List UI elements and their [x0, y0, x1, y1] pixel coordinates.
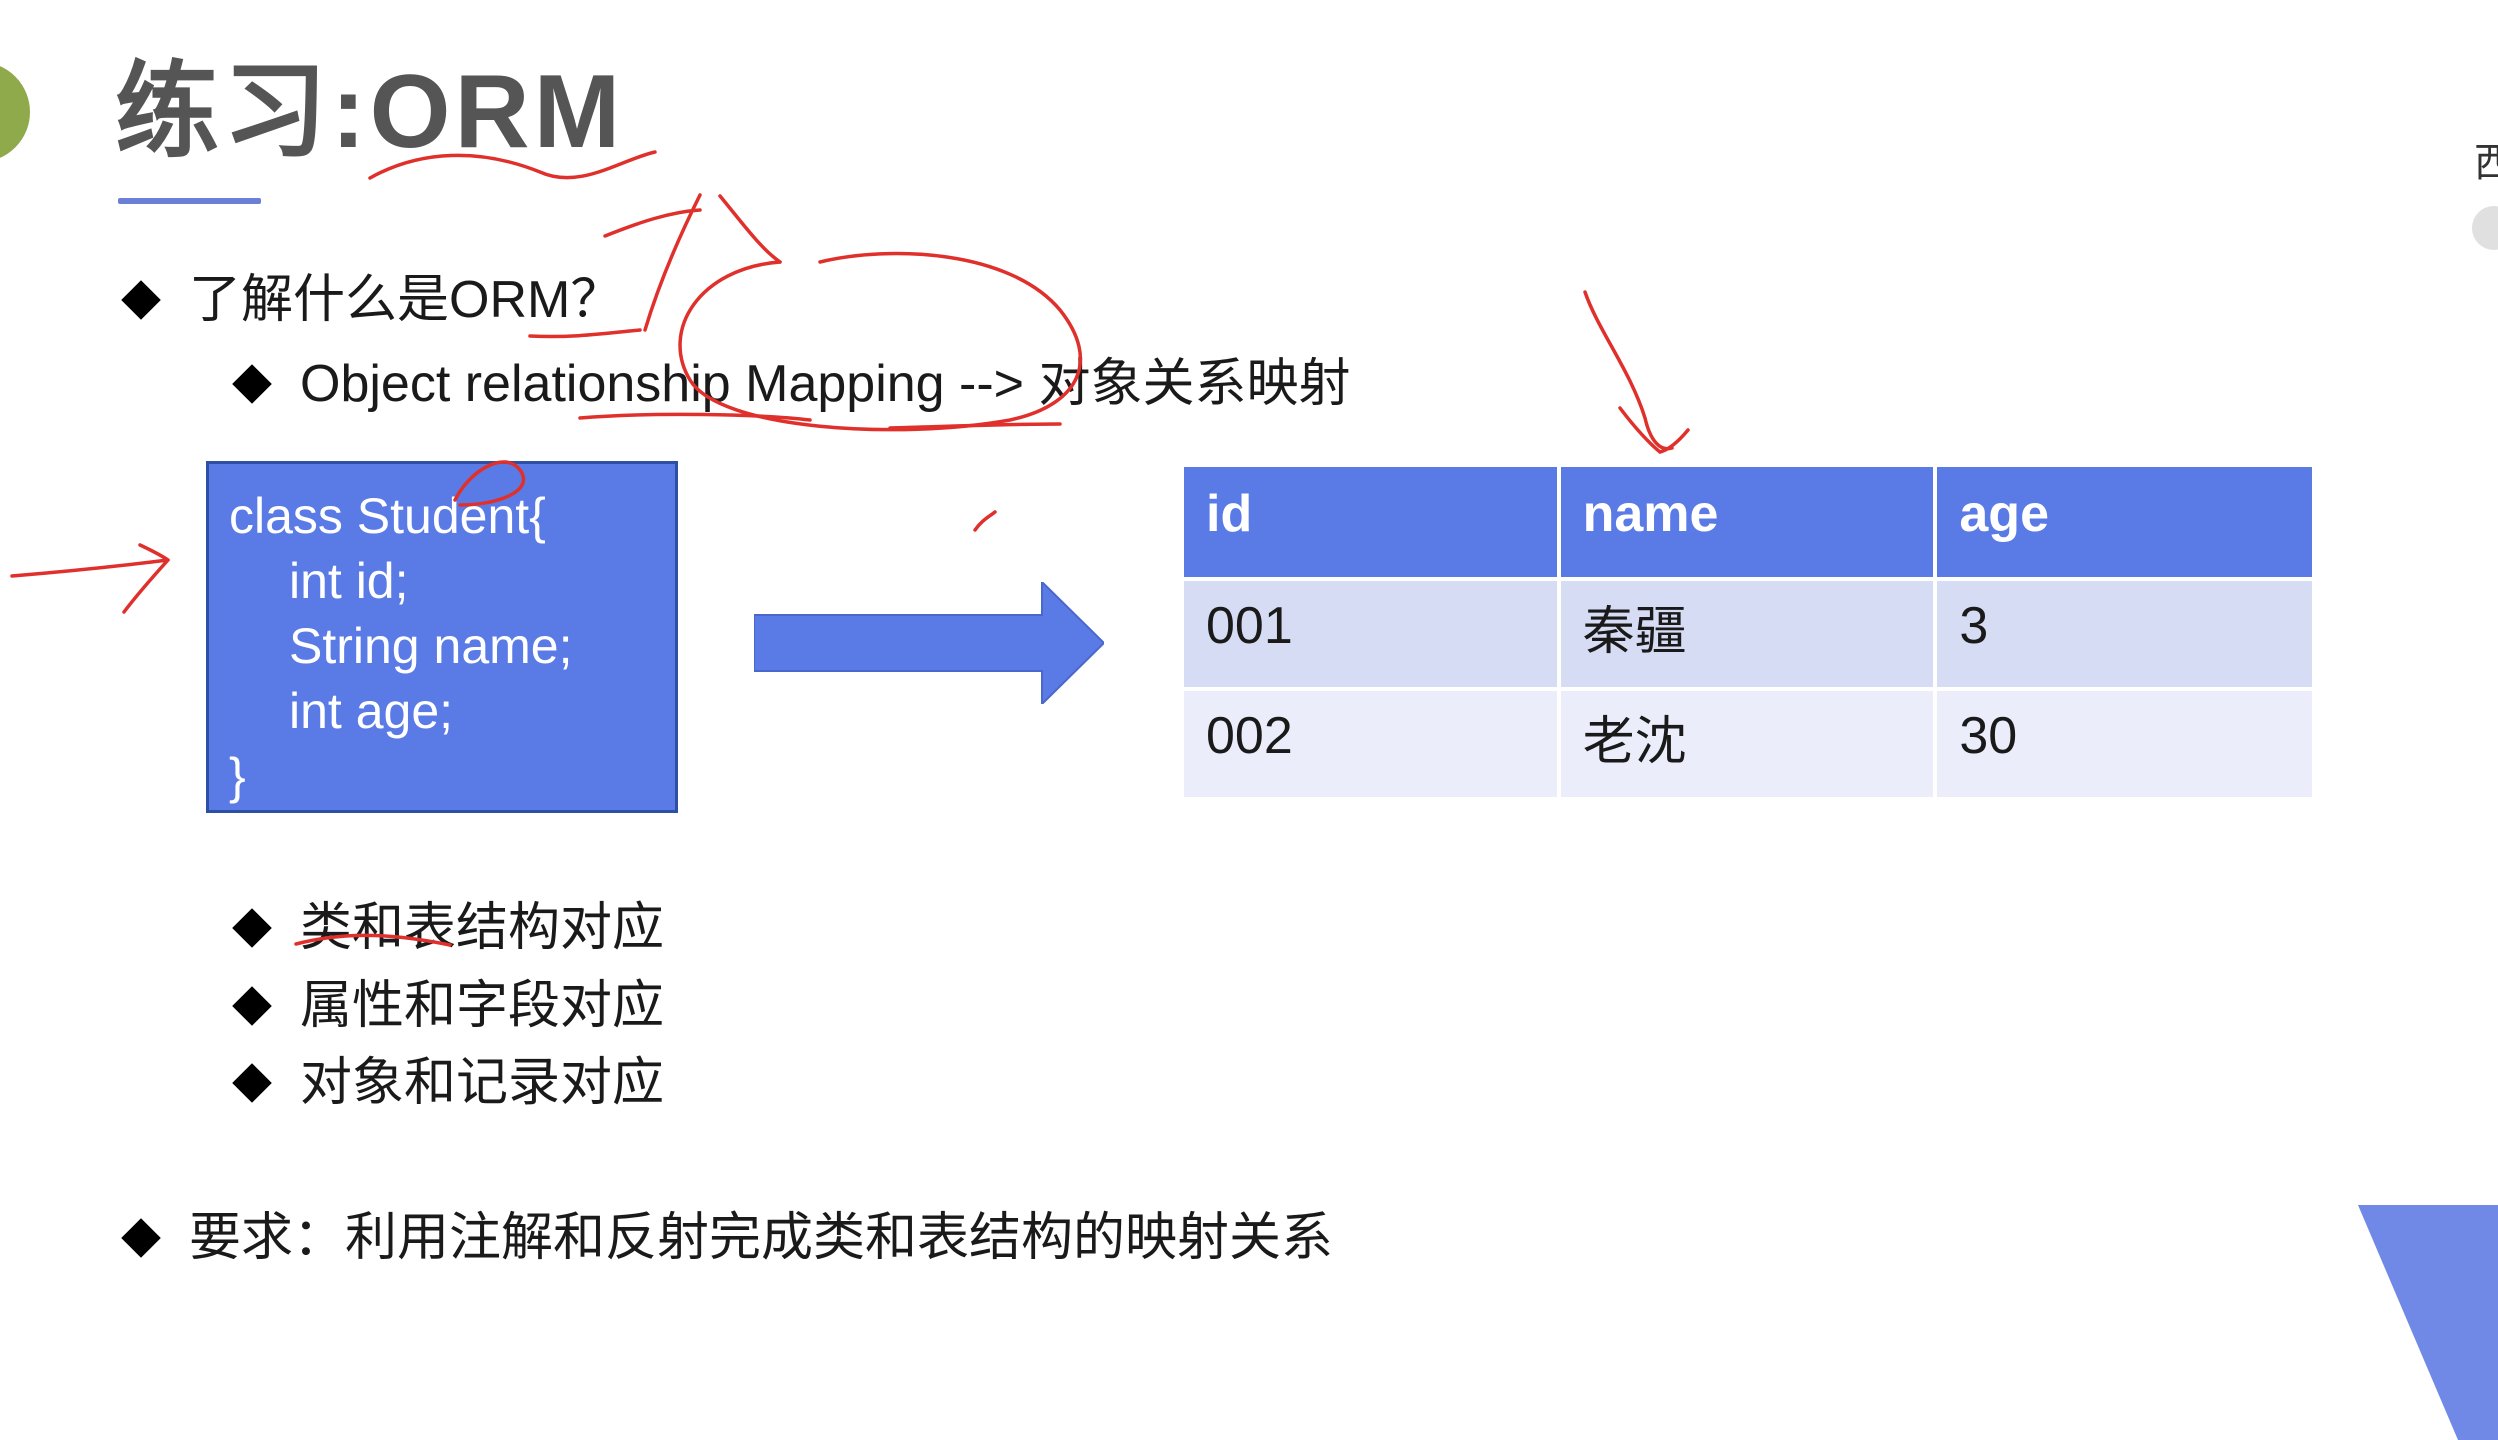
ink-underline-mapping	[888, 422, 1062, 430]
ink-check-mark	[603, 193, 782, 332]
column-header-name: name	[1556, 463, 1938, 581]
ink-arrow-to-name	[1583, 290, 1690, 454]
code-line: String name;	[289, 618, 573, 674]
diamond-bullet-icon	[121, 280, 161, 320]
bullet-class-table: 类和表结构对应	[232, 896, 665, 960]
diamond-bullet-icon	[121, 1218, 161, 1258]
bullet-text: 属性和字段对应	[300, 977, 665, 1035]
right-arrow-icon	[754, 582, 1104, 704]
table-row: 002 老沈 30	[1180, 687, 2316, 801]
diamond-bullet-icon	[232, 364, 272, 404]
table-cell: 30	[1933, 687, 2316, 801]
table-cell: 002	[1180, 687, 1561, 801]
table-row: 001 秦疆 3	[1180, 577, 2316, 691]
code-line: class Student{	[229, 488, 546, 544]
diamond-bullet-icon	[232, 908, 272, 948]
edge-dot	[2472, 206, 2498, 250]
table-header-row: id name age	[1180, 463, 2316, 581]
bullet-what-is-orm: 了解什么是ORM？	[121, 268, 623, 332]
ink-arrow-to-class	[10, 543, 170, 614]
diamond-bullet-icon	[232, 1063, 272, 1103]
bullet-property-field: 属性和字段对应	[232, 974, 665, 1038]
bullet-text: 了解什么是ORM？	[189, 271, 623, 329]
slide-title: 练习:ORM	[115, 54, 625, 170]
bullet-requirement: 要求：利用注解和反射完成类和表结构的映射关系	[121, 1206, 1334, 1270]
ink-small-tick	[973, 510, 997, 532]
table-cell: 秦疆	[1556, 577, 1938, 691]
bullet-definition: Object relationship Mapping --> 对象关系映射	[232, 352, 1351, 416]
decorative-circle	[0, 62, 30, 162]
code-line: int age;	[289, 683, 454, 739]
table-cell: 老沈	[1556, 687, 1938, 801]
title-underline	[118, 198, 261, 204]
edge-cut-text: 西	[2474, 141, 2498, 185]
corner-decoration	[2358, 1205, 2498, 1440]
bullet-text: Object relationship Mapping --> 对象关系映射	[300, 355, 1351, 413]
database-table: id name age 001 秦疆 3 002 老沈 30	[1180, 463, 2316, 801]
bullet-text: 要求：利用注解和反射完成类和表结构的映射关系	[189, 1209, 1334, 1267]
class-code-box: class Student{ int id; String name; int …	[206, 461, 678, 813]
bullet-text: 类和表结构对应	[300, 899, 665, 957]
code-line: int id;	[289, 553, 409, 609]
diamond-bullet-icon	[232, 986, 272, 1026]
table-cell: 3	[1933, 577, 2316, 691]
column-header-age: age	[1933, 463, 2316, 581]
bullet-text: 对象和记录对应	[300, 1054, 665, 1112]
table-cell: 001	[1180, 577, 1561, 691]
code-line: }	[229, 748, 246, 804]
column-header-id: id	[1180, 463, 1561, 581]
bullet-object-record: 对象和记录对应	[232, 1051, 665, 1115]
